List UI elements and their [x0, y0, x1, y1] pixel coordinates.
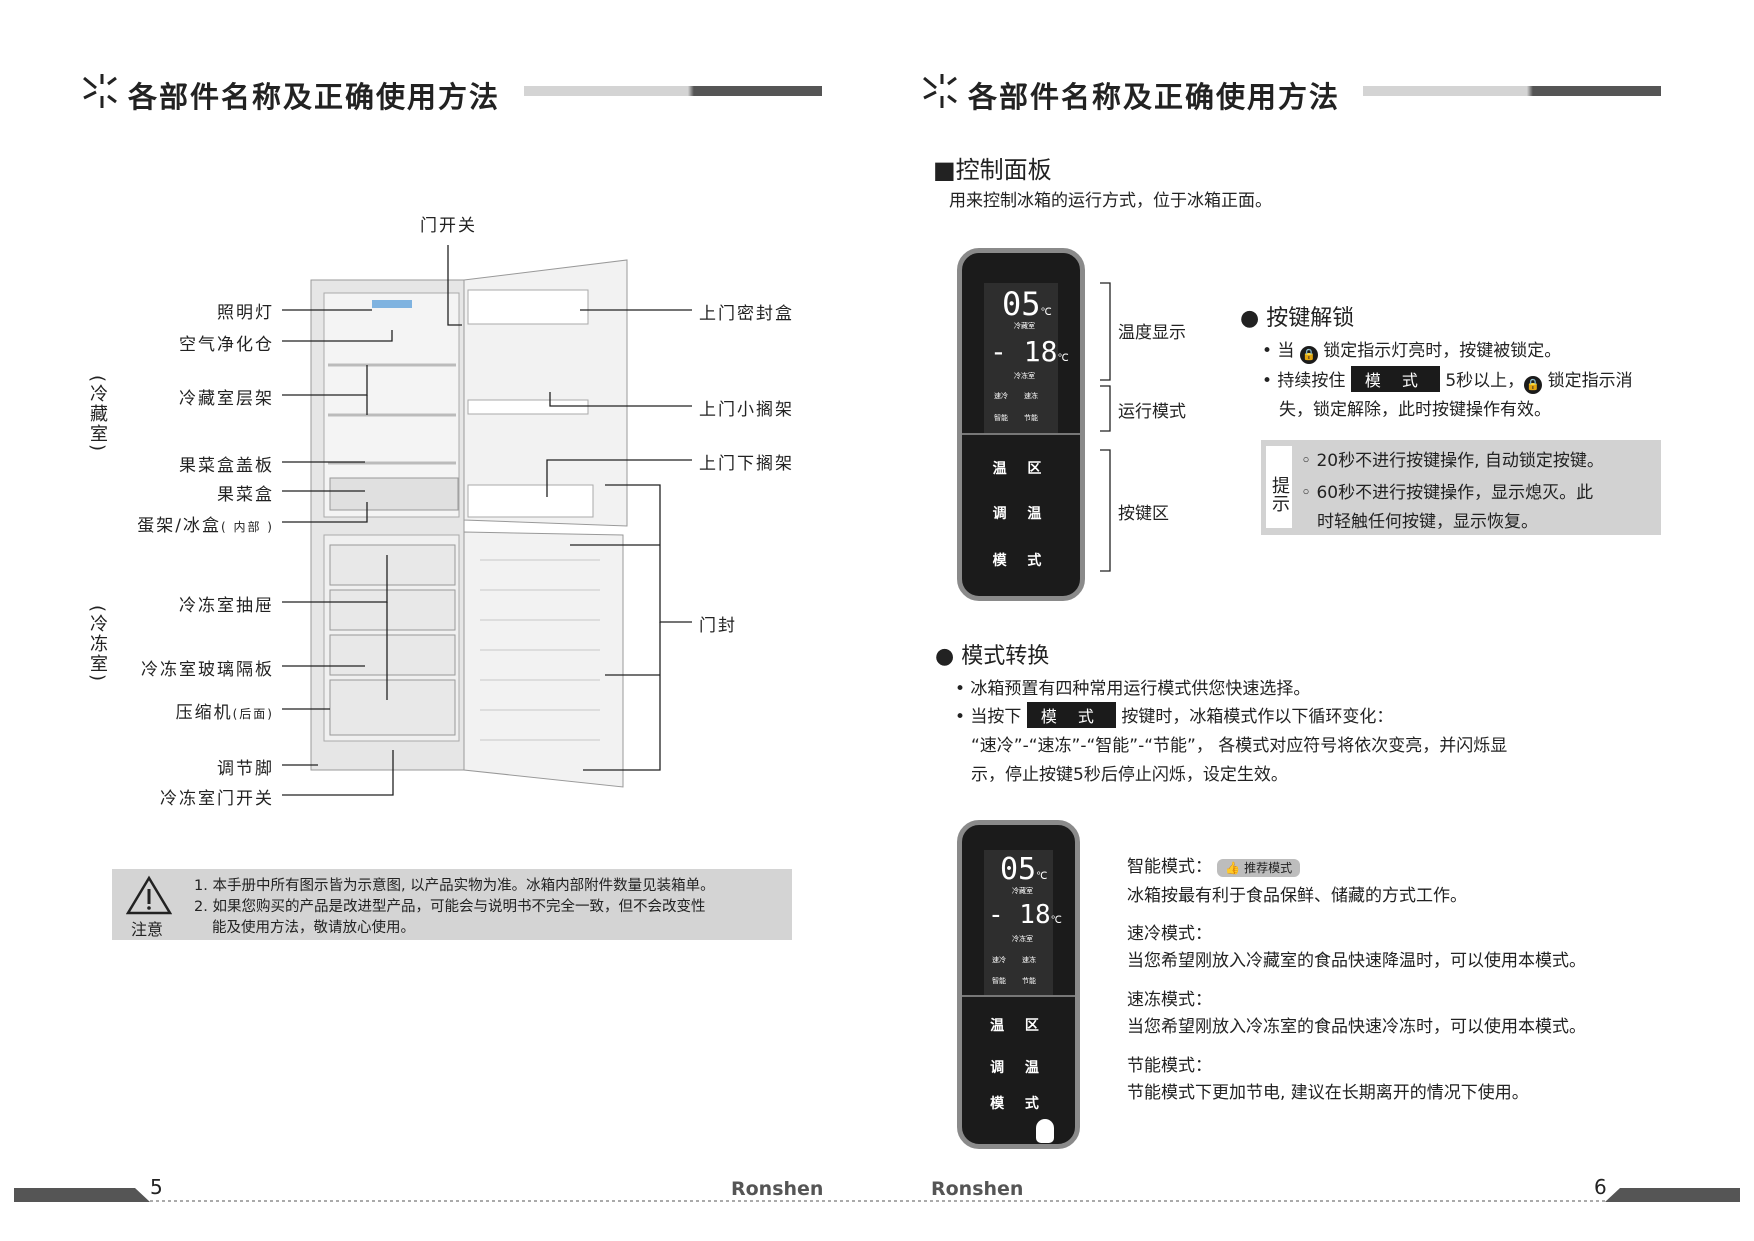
- key-zone[interactable]: 温 区: [990, 1018, 1047, 1034]
- title-bar: [524, 86, 822, 96]
- page-title: 各部件名称及正确使用方法: [968, 80, 1341, 114]
- title-bar: [1363, 86, 1661, 96]
- key-mode[interactable]: 模 式: [992, 553, 1050, 569]
- mode-name: 速冷模式：: [1127, 924, 1212, 944]
- bracket-lines: [1100, 282, 1111, 572]
- mode-switch-title: ● 模式转换: [935, 644, 1050, 669]
- page-title: 各部件名称及正确使用方法: [128, 80, 501, 114]
- lock-icon: 🔒: [1299, 346, 1318, 364]
- notice-line: 1. 本手册中所有图示皆为示意图, 以产品实物为准。冰箱内部附件数量见装箱单。: [194, 878, 715, 894]
- mode-desc: 冰箱按最有利于食品保鲜、储藏的方式工作。: [1127, 886, 1467, 906]
- hand-pointer-icon: [1036, 1119, 1054, 1143]
- mode-switch-text: “速冷”-“速冻”-“智能”-“节能”， 各模式对应符号将依次变亮，并闪烁显: [971, 736, 1508, 756]
- label-door-switch: 门开关: [420, 216, 477, 236]
- label-egg-tray: 蛋架/冰盒( 内部 ): [137, 516, 274, 536]
- key-temp[interactable]: 调 温: [990, 1060, 1047, 1076]
- label-door-seal: 门封: [699, 616, 737, 636]
- page-number: 5: [150, 1175, 163, 1199]
- label-light: 照明灯: [217, 303, 274, 323]
- key-mode[interactable]: 模 式: [990, 1096, 1047, 1112]
- label-feet: 调节脚: [217, 759, 274, 779]
- label-crisper-cover: 果菜盒盖板: [179, 456, 274, 476]
- label-key-area: 按键区: [1118, 504, 1169, 524]
- mode-name: 节能模式：: [1127, 1056, 1212, 1076]
- mode-switch-text: • 冰箱预置有四种常用运行模式供您快速选择。: [955, 679, 1311, 699]
- section-desc: 用来控制冰箱的运行方式，位于冰箱正面。: [949, 191, 1272, 211]
- notice-line: 2. 如果您购买的产品是改进型产品，可能会与说明书不完全一致，但不会改变性: [194, 899, 706, 915]
- label-crisper: 果菜盒: [217, 485, 274, 505]
- warning-icon: [126, 875, 172, 915]
- notice-box: 注意 1. 本手册中所有图示皆为示意图, 以产品实物为准。冰箱内部附件数量见装箱…: [112, 869, 792, 940]
- label-air-purifier: 空气净化仓: [179, 335, 274, 355]
- label-run-mode: 运行模式: [1118, 402, 1186, 422]
- notice-line: 能及使用方法，敬请放心使用。: [212, 920, 415, 936]
- recommended-badge: 👍 推荐模式: [1217, 859, 1301, 877]
- control-panel: 05℃ 冷藏室 - 18℃ 冷冻室 速冷 速冻 智能 节能 温 区 调 温 模 …: [957, 248, 1085, 601]
- brand-logo: Ronshen: [731, 1178, 824, 1200]
- label-freezer-door-switch: 冷冻室门开关: [160, 789, 274, 809]
- label-compressor: 压缩机(后面): [175, 703, 274, 723]
- mode-desc: 节能模式下更加节电, 建议在长期离开的情况下使用。: [1127, 1083, 1529, 1103]
- section-title: ■控制面板: [933, 156, 1052, 184]
- mode-name: 速冻模式：: [1127, 990, 1212, 1010]
- label-freezer-glass-shelf: 冷冻室玻璃隔板: [141, 660, 274, 680]
- key-zone[interactable]: 温 区: [992, 461, 1050, 477]
- label-door-small-shelf: 上门小搁架: [699, 400, 794, 420]
- mode-key-badge: 模 式: [1350, 366, 1440, 392]
- label-freezer-compartment: (冷冻室): [87, 605, 108, 684]
- brand-logo: Ronshen: [931, 1178, 1024, 1200]
- unlock-title: ● 按键解锁: [1240, 306, 1355, 331]
- notice-label: 注意: [131, 920, 164, 939]
- label-freezer-drawer: 冷冻室抽屉: [179, 596, 274, 616]
- mode-switch-text: 示，停止按键5秒后停止闪烁，设定生效。: [971, 765, 1288, 785]
- sparkle-icon: [922, 70, 960, 110]
- mode-desc: 当您希望刚放入冷冻室的食品快速冷冻时，可以使用本模式。: [1127, 1017, 1586, 1037]
- label-door-sealed-box: 上门密封盒: [699, 304, 794, 324]
- lock-icon: 🔒: [1524, 376, 1543, 394]
- label-door-lower-shelf: 上门下搁架: [699, 454, 794, 474]
- tip-box: 提示 ◦ 20秒不进行按键操作, 自动锁定按键。 ◦ 60秒不进行按键操作，显示…: [1261, 440, 1661, 535]
- lcd-display: 05℃ 冷藏室 - 18℃ 冷冻室 速冷 速冻 智能 节能: [984, 283, 1069, 433]
- page-number: 6: [1594, 1175, 1607, 1199]
- tip-label: 提示: [1266, 446, 1292, 528]
- sparkle-icon: [82, 70, 120, 110]
- mode-desc: 当您希望刚放入冷藏室的食品快速降温时，可以使用本模式。: [1127, 951, 1586, 971]
- mode-key-badge: 模 式: [1026, 702, 1116, 728]
- key-temp[interactable]: 调 温: [992, 506, 1050, 522]
- fridge-diagram: [282, 245, 692, 796]
- label-fridge-shelf: 冷藏室层架: [179, 389, 274, 409]
- unlock-text: 失，锁定解除，此时按键操作有效。: [1279, 400, 1551, 420]
- control-panel-2: 05℃ 冷藏室 - 18℃ 冷冻室 速冷 速冻 智能 节能 温 区 调 温 模 …: [957, 820, 1080, 1149]
- footer-decoration: [14, 1188, 1740, 1202]
- label-temp-display: 温度显示: [1118, 323, 1186, 343]
- label-fridge-compartment: (冷藏室): [87, 375, 108, 454]
